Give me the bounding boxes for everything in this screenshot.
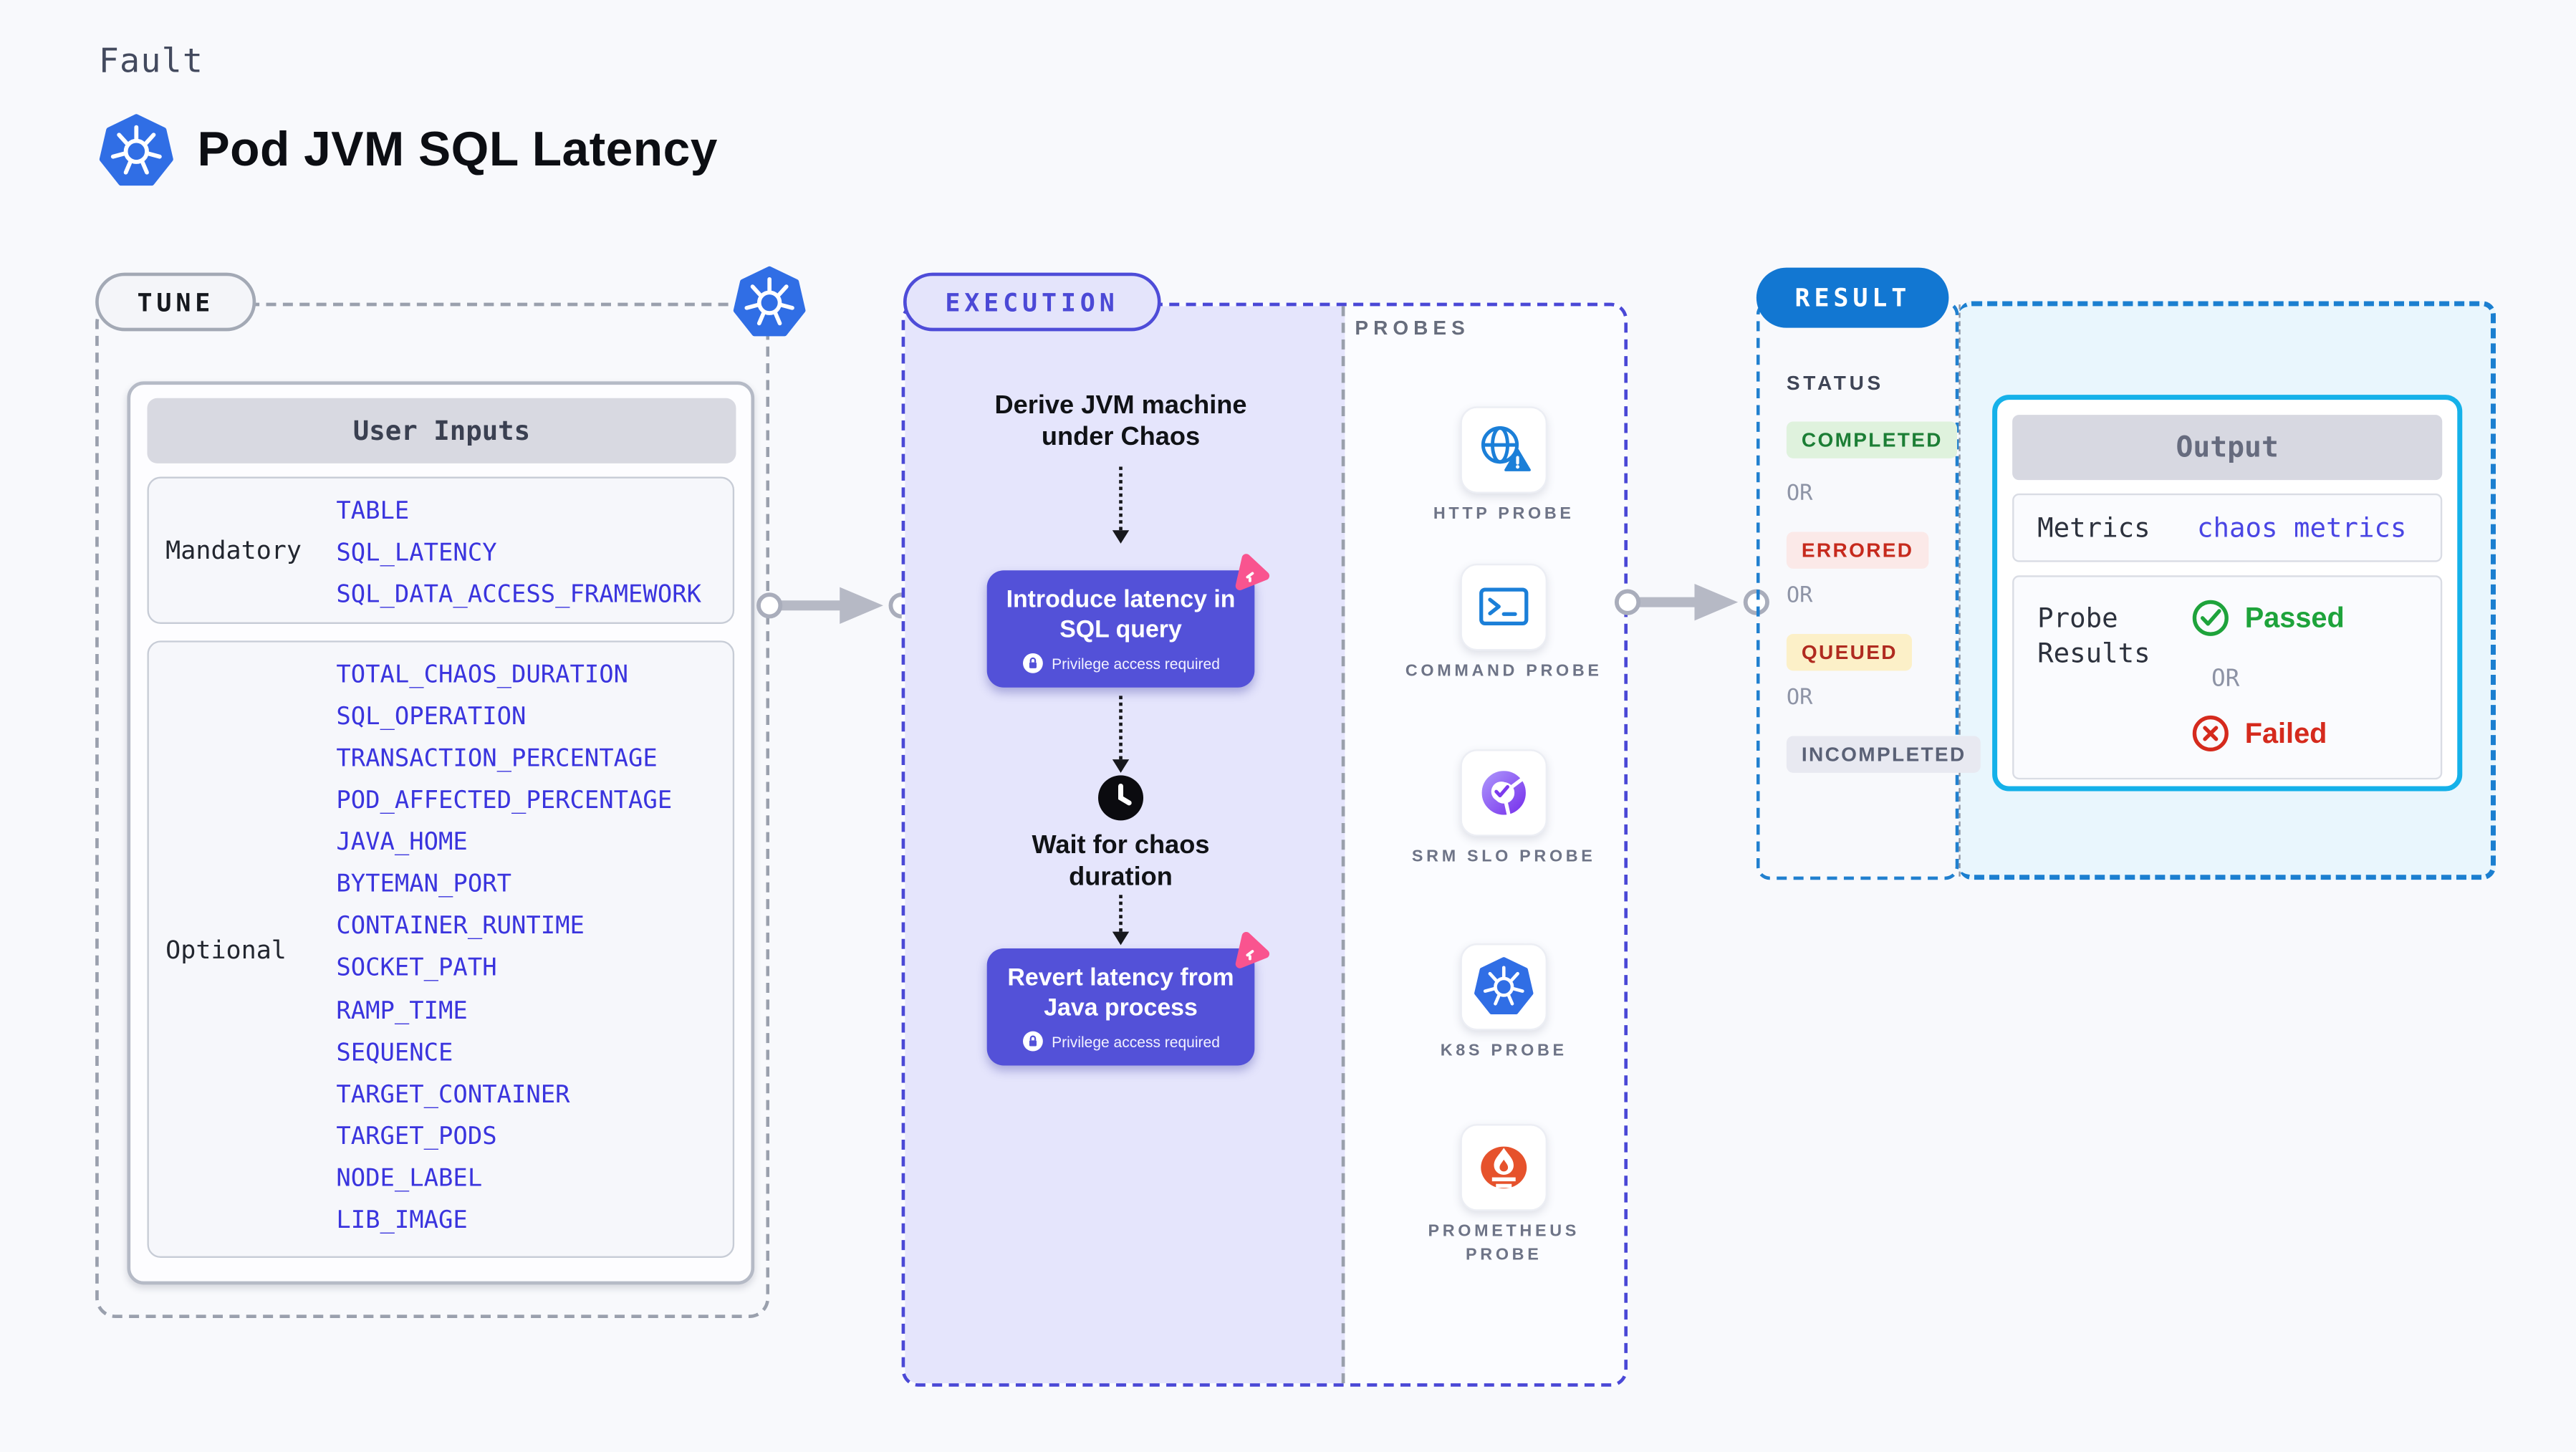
kubernetes-icon [99,114,174,189]
param-value: TARGET_CONTAINER [336,1082,570,1109]
lock-icon [1022,1030,1043,1052]
output-header: Output [2012,415,2443,481]
status-heading: STATUS [1786,371,1884,395]
or-separator: OR [1786,686,1813,711]
status-badge-incompleted: INCOMPLETED [1786,736,1981,773]
fault-eyebrow: Fault [98,40,204,81]
probe-card-k8s [1460,943,1547,1031]
param-value: TRANSACTION_PERCENTAGE [336,746,658,774]
probe-label: PROMETHEUS PROBE [1428,1222,1580,1264]
metrics-label: Metrics [2037,511,2150,544]
failed-line: Failed [2191,714,2327,753]
mandatory-values: TABLE SQL_LATENCY SQL_DATA_ACCESS_FRAMEW… [336,479,732,622]
privilege-note-text: Privilege access required [1052,655,1220,672]
mandatory-label: Mandatory [165,535,302,566]
probe-label: COMMAND PROBE [1405,662,1602,681]
action-label: Revert latency from Java process [1007,965,1234,1022]
param-value: TOTAL_CHAOS_DURATION [336,662,629,690]
flow-arrow-down-icon [1111,895,1131,948]
result-divider [1959,304,1961,877]
action-label: Introduce latency in SQL query [1006,587,1236,645]
prometheus-probe-icon [1481,1146,1527,1189]
step-introduce-latency: Introduce latency in SQL query Privilege… [986,570,1255,688]
chaos-icon [1231,552,1272,592]
privilege-note-text: Privilege access required [1052,1032,1220,1050]
optional-values: TOTAL_CHAOS_DURATION SQL_OPERATION TRANS… [336,643,732,1256]
execution-badge: EXECUTION [903,272,1161,332]
chaos-icon [1231,930,1272,970]
passed-label: Passed [2244,601,2345,633]
probe-label: K8S PROBE [1440,1042,1567,1061]
or-separator: OR [1786,583,1813,609]
http-probe-icon [1481,426,1531,471]
clock-icon [1097,775,1144,821]
flow-arrow-down-icon [1111,696,1131,776]
flow-arrow-down-icon [1111,466,1131,547]
param-value: NODE_LABEL [336,1165,483,1193]
param-value: SOCKET_PATH [336,956,497,983]
probes-heading: PROBES [1355,316,1470,340]
optional-row: Optional TOTAL_CHAOS_DURATION SQL_OPERAT… [147,640,735,1258]
command-probe-icon [1479,587,1529,626]
step-revert-latency: Revert latency from Java process Privile… [986,948,1255,1066]
probe-results-row: Probe Results Passed OR Failed [2012,575,2443,780]
kubernetes-icon [733,266,807,340]
probe-results-label: Probe Results [2037,602,2150,670]
param-value: SQL_OPERATION [336,704,527,731]
param-value: CONTAINER_RUNTIME [336,913,585,941]
probe-card-command [1460,563,1547,651]
step-wait: Wait for chaos duration [1032,831,1210,892]
arrow-execution-to-result [1614,583,1769,621]
page-title: Pod JVM SQL Latency [197,123,718,178]
metrics-row: Metrics chaos metrics [2012,493,2443,562]
passed-line: Passed [2191,599,2345,638]
title-row: Pod JVM SQL Latency [99,114,718,189]
param-value: LIB_IMAGE [336,1207,468,1234]
tune-section [95,302,770,1319]
execution-flow-area [905,306,1345,1384]
privilege-note: Privilege access required [987,653,1255,674]
check-circle-icon [2192,600,2229,636]
status-badge-errored: ERRORED [1786,532,1929,569]
status-badge-completed: COMPLETED [1786,421,1958,458]
user-inputs-header: User Inputs [147,398,736,463]
param-value: POD_AFFECTED_PERCENTAGE [336,788,673,815]
arrow-tune-to-execution [756,587,915,624]
tune-badge: TUNE [95,272,256,332]
privilege-note: Privilege access required [987,1030,1255,1052]
probe-label: HTTP PROBE [1433,505,1575,524]
srm-slo-probe-icon [1481,771,1526,816]
param-value: RAMP_TIME [336,997,468,1025]
param-value: SQL_LATENCY [336,540,497,567]
failed-label: Failed [2244,716,2327,749]
param-value: SQL_DATA_ACCESS_FRAMEWORK [336,582,701,609]
param-value: JAVA_HOME [336,830,468,857]
optional-label: Optional [165,934,287,965]
or-separator: OR [2211,665,2240,693]
param-value: TARGET_PODS [336,1123,497,1150]
k8s-probe-icon [1474,957,1534,1017]
mandatory-row: Mandatory TABLE SQL_LATENCY SQL_DATA_ACC… [147,476,735,624]
probe-label: SRM SLO PROBE [1411,847,1596,867]
or-separator: OR [1786,481,1813,507]
param-value: BYTEMAN_PORT [336,872,511,899]
probe-card-srm-slo [1460,749,1547,837]
lock-icon [1022,653,1043,674]
probe-card-http [1460,406,1547,494]
param-value: TABLE [336,498,410,526]
param-value: SEQUENCE [336,1039,453,1067]
result-badge: RESULT [1756,267,1949,328]
metrics-value: chaos metrics [2197,511,2407,544]
x-circle-icon [2192,715,2229,752]
status-badge-queued: QUEUED [1786,634,1913,671]
step-derive: Derive JVM machine under Chaos [994,391,1247,452]
probe-card-prometheus [1460,1124,1547,1211]
output-card: Output Metrics chaos metrics Probe Resul… [1992,395,2463,792]
